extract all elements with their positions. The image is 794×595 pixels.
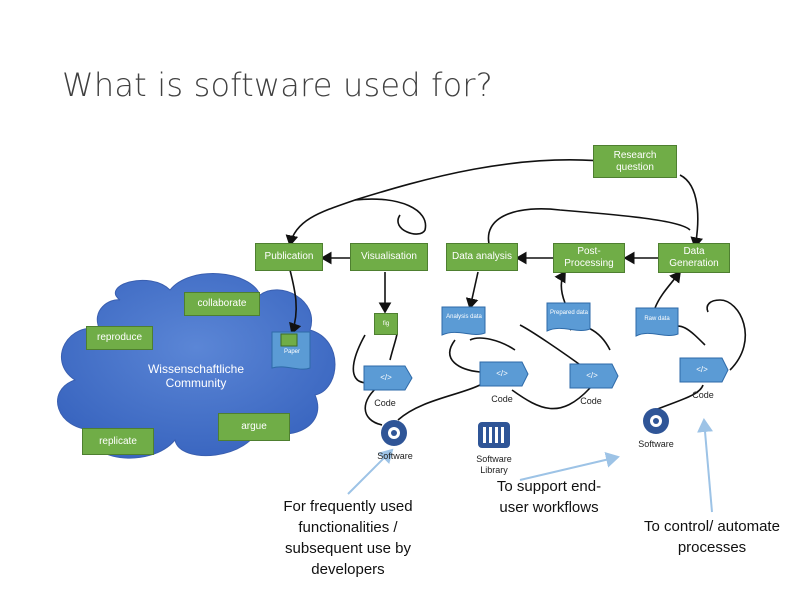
code-label: Code bbox=[580, 396, 602, 406]
software-library-label: Software Library bbox=[476, 454, 512, 475]
code-label: Code bbox=[491, 394, 513, 404]
note-end-user-workflows: To support end-user workflows bbox=[496, 478, 602, 516]
collaborate-box: collaborate bbox=[184, 292, 260, 316]
note-frequently-used: For frequently used functionalities / su… bbox=[283, 498, 413, 578]
paper-label: Paper bbox=[283, 349, 300, 355]
community-label: Wissenschaftliche Community bbox=[147, 362, 245, 390]
code-symbol: </> bbox=[380, 373, 392, 382]
fig-box: fig bbox=[374, 313, 398, 335]
note-automate-processes: To control/ automate processes bbox=[644, 518, 780, 556]
page-title: What is software used for? bbox=[62, 66, 493, 104]
replicate-box: replicate bbox=[82, 428, 154, 455]
code-symbol: </> bbox=[586, 371, 598, 380]
code-symbol: </> bbox=[696, 365, 708, 374]
software-label: Software bbox=[638, 439, 674, 449]
post-processing-box: Post-Processing bbox=[553, 243, 625, 273]
software-icon bbox=[381, 420, 407, 446]
reproduce-box: reproduce bbox=[86, 326, 153, 350]
library-icon bbox=[478, 422, 510, 448]
software-label: Software bbox=[377, 451, 413, 461]
visualisation-box: Visualisation bbox=[350, 243, 428, 271]
doc-shapes bbox=[271, 302, 729, 391]
prepared-data-label: Prepared data bbox=[549, 310, 589, 316]
annotation-arrows bbox=[347, 418, 714, 513]
data-generation-box: Data Generation bbox=[658, 243, 730, 273]
code-symbol: </> bbox=[496, 369, 508, 378]
argue-box: argue bbox=[218, 413, 290, 441]
publication-box: Publication bbox=[255, 243, 323, 271]
raw-data-label: Raw data bbox=[644, 316, 670, 322]
code-label: Code bbox=[374, 398, 396, 408]
research-question-box: Research question bbox=[593, 145, 677, 178]
software-icon bbox=[643, 408, 669, 434]
data-analysis-box: Data analysis bbox=[446, 243, 518, 271]
code-label: Code bbox=[692, 390, 714, 400]
analysis-data-label: Analysis data bbox=[446, 314, 482, 320]
